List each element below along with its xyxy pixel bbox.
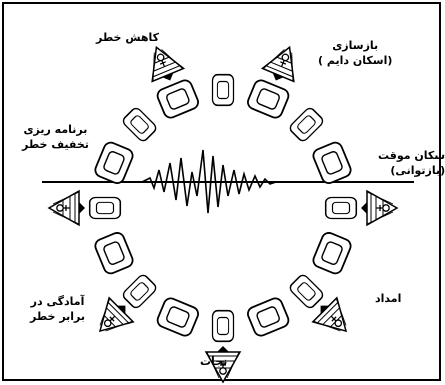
tent-figure-icon bbox=[361, 191, 397, 225]
chain-connector bbox=[121, 273, 157, 309]
chain-link bbox=[246, 78, 291, 119]
chain-connector bbox=[213, 75, 234, 106]
chain-ring-icon bbox=[90, 75, 357, 342]
label-rescue: نجات bbox=[200, 354, 227, 369]
label-preparedness: آمادگی در برابر خطر bbox=[30, 294, 85, 324]
chain-link bbox=[155, 296, 200, 337]
label-risk-reduction: کاهش خطر bbox=[96, 30, 159, 45]
chain-link bbox=[155, 78, 200, 119]
tent-figure-icon bbox=[260, 41, 305, 87]
chain-connector bbox=[213, 311, 234, 342]
label-reconstruction: بازسازی (اسکان دایم ) bbox=[318, 38, 392, 68]
chain-connector bbox=[288, 273, 324, 309]
chain-connector bbox=[288, 106, 324, 142]
chain-connector bbox=[326, 198, 357, 219]
label-temporary-housing: سکان موقت (بازتوانی) bbox=[378, 148, 445, 178]
chain-link bbox=[246, 296, 291, 337]
tent-figure-icon bbox=[49, 191, 85, 225]
chain-link bbox=[311, 231, 352, 276]
chain-connector bbox=[121, 106, 157, 142]
tent-figure-icon bbox=[141, 41, 186, 87]
chain-connector bbox=[90, 198, 121, 219]
chain-link bbox=[311, 140, 352, 185]
label-mitigation-planning: برنامه ریزی تخفیف خطر bbox=[22, 122, 89, 152]
chain-link bbox=[93, 231, 134, 276]
label-relief: امداد bbox=[375, 291, 401, 306]
chain-link bbox=[93, 140, 134, 185]
